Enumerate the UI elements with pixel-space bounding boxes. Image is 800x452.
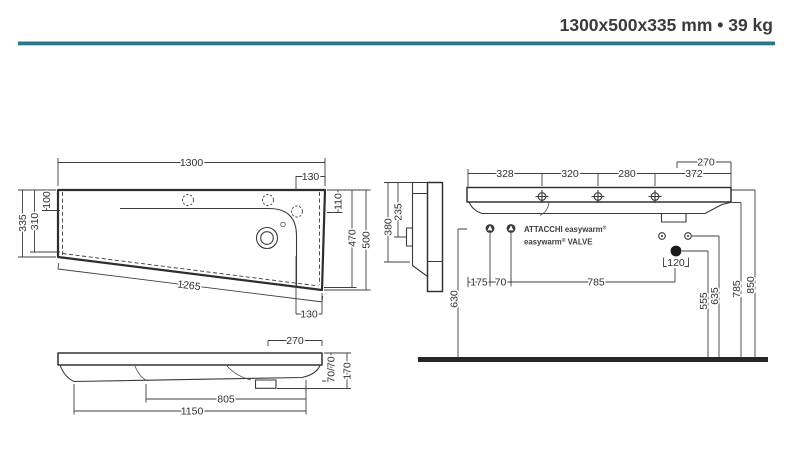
arrow-up-icon (508, 225, 514, 231)
drain-tab-install (660, 212, 687, 223)
tap-hole-2 (262, 194, 274, 206)
dim-install-drain-to-edge: 270 (676, 155, 732, 170)
dim-plan-width: 1300 (57, 156, 326, 186)
dim-plan-bottom-edge: 1265 (57, 262, 324, 303)
attacchi-note-line2: easywarm® VALVE (524, 237, 592, 247)
plan-view: 1300 130 335 310 100 110 470 500 (16, 156, 375, 323)
bowl-curves-front (134, 365, 252, 382)
accent-rule (18, 41, 775, 46)
easywarm-attachment-2 (506, 224, 516, 233)
easywarm-attachment-1 (485, 224, 495, 233)
dim-install-attach-row: 175 70 785 (467, 268, 676, 290)
hidden-edges (62, 192, 320, 287)
attacchi-note-line1: ATTACCHI easywarm® (524, 225, 607, 235)
overflow-hole (280, 221, 286, 228)
dim-plan-depth-right-total: 500 (324, 189, 374, 291)
rim-install (466, 186, 732, 203)
wall-column (426, 181, 444, 293)
dim-install-attach-height: 630 (447, 228, 467, 357)
dim-install-fixing-row: 328 320 280 372 (467, 162, 732, 187)
floor-line (418, 357, 768, 362)
rim-front (57, 352, 323, 366)
underside-front (59, 364, 321, 383)
dim-label: 270 (697, 157, 715, 169)
dim-label: 805 (217, 394, 235, 406)
dim-plan-deck-left: 100 (40, 190, 60, 211)
dim-install-rim-bottom-height: 785 (730, 202, 745, 357)
dim-plan-corner-top-right: 130 (295, 170, 326, 190)
attachment-leaders (489, 233, 512, 282)
drain-outer (255, 226, 279, 250)
dim-label: 110 (333, 193, 345, 210)
wall-fixing-marks (535, 190, 662, 203)
dim-front-shelf-right: 270 (267, 334, 323, 349)
basin-profile (411, 181, 443, 277)
drain-inner (260, 231, 274, 245)
dim-label: 500 (361, 231, 373, 249)
dim-label: 170 (342, 362, 354, 380)
dim-plan-depth-right-inner: 470 (324, 190, 360, 288)
basin-outline-plan (56, 188, 327, 292)
dim-plan-deck-right: 110 (327, 190, 346, 213)
front-view: 270 70/70 170 805 1150 (57, 334, 355, 419)
dim-label: 1150 (181, 406, 204, 418)
drain-tab-front (254, 379, 277, 389)
dim-label: 270 (286, 335, 304, 347)
dim-label: 100 (41, 191, 53, 209)
bowl-edge-plan (120, 207, 298, 286)
dim-label: 70 (495, 277, 507, 289)
dim-label: 310 (29, 213, 41, 231)
dim-label: 1265 (177, 278, 202, 293)
side-view: 380 235 (381, 181, 444, 293)
dim-label: 175 (470, 277, 488, 289)
bowl-curve-install (539, 201, 550, 216)
dim-label: 320 (561, 168, 579, 180)
dim-front-bowl-width: 805 (145, 380, 307, 407)
dim-plan-depth-inner: 310 (28, 190, 60, 253)
dim-label: 235 (393, 203, 405, 221)
dim-label: 280 (618, 168, 636, 180)
underside-install (468, 201, 732, 215)
dim-side-valve-center: 235 (391, 182, 406, 238)
dim-label: 380 (383, 218, 395, 236)
installation-view: ATTACCHI easywarm® easywarm® VALVE 270 3… (418, 155, 768, 362)
dim-install-rim-top-height: 850 (731, 189, 759, 357)
dim-plan-depth-total: 335 (16, 189, 56, 258)
dim-install-fixing-height: 635 (692, 235, 723, 357)
drain-point (670, 245, 682, 257)
tap-hole-1 (182, 194, 194, 206)
dim-label: 70/70 (326, 356, 338, 382)
dim-label: 120 (667, 257, 685, 269)
dim-front-base-width: 1150 (73, 384, 307, 419)
dim-label: 470 (347, 229, 359, 247)
dim-label: 630 (449, 290, 461, 308)
dim-label: 130 (300, 309, 318, 321)
dim-front-edge-height: 170 (277, 352, 355, 389)
header: 1300x500x335 mm • 39 kg (18, 15, 775, 46)
dim-install-drain-height: 555 (682, 250, 712, 357)
dim-label: 1300 (180, 157, 204, 169)
tap-hole-3 (291, 205, 303, 218)
arrow-up-icon (487, 225, 493, 231)
dim-label: 785 (587, 277, 605, 289)
dim-label: 335 (17, 214, 29, 232)
dim-label: 372 (685, 168, 703, 180)
dim-plan-corner-bottom-right: 130 (295, 256, 323, 322)
dim-side-height: 380 (381, 182, 412, 263)
page-title: 1300x500x335 mm • 39 kg (560, 15, 773, 35)
valve-tab (405, 227, 414, 247)
dim-label: 850 (745, 276, 757, 294)
dim-label: 555 (698, 292, 710, 310)
dim-label: 130 (302, 171, 320, 183)
dim-install-drain-clearance: 120 (663, 256, 689, 271)
dim-front-apron: 70/70 (322, 353, 339, 384)
rear-fixing-holes (658, 232, 692, 240)
dim-label: 328 (496, 168, 514, 180)
dim-label: 785 (731, 280, 743, 298)
dim-label: 635 (709, 287, 721, 305)
